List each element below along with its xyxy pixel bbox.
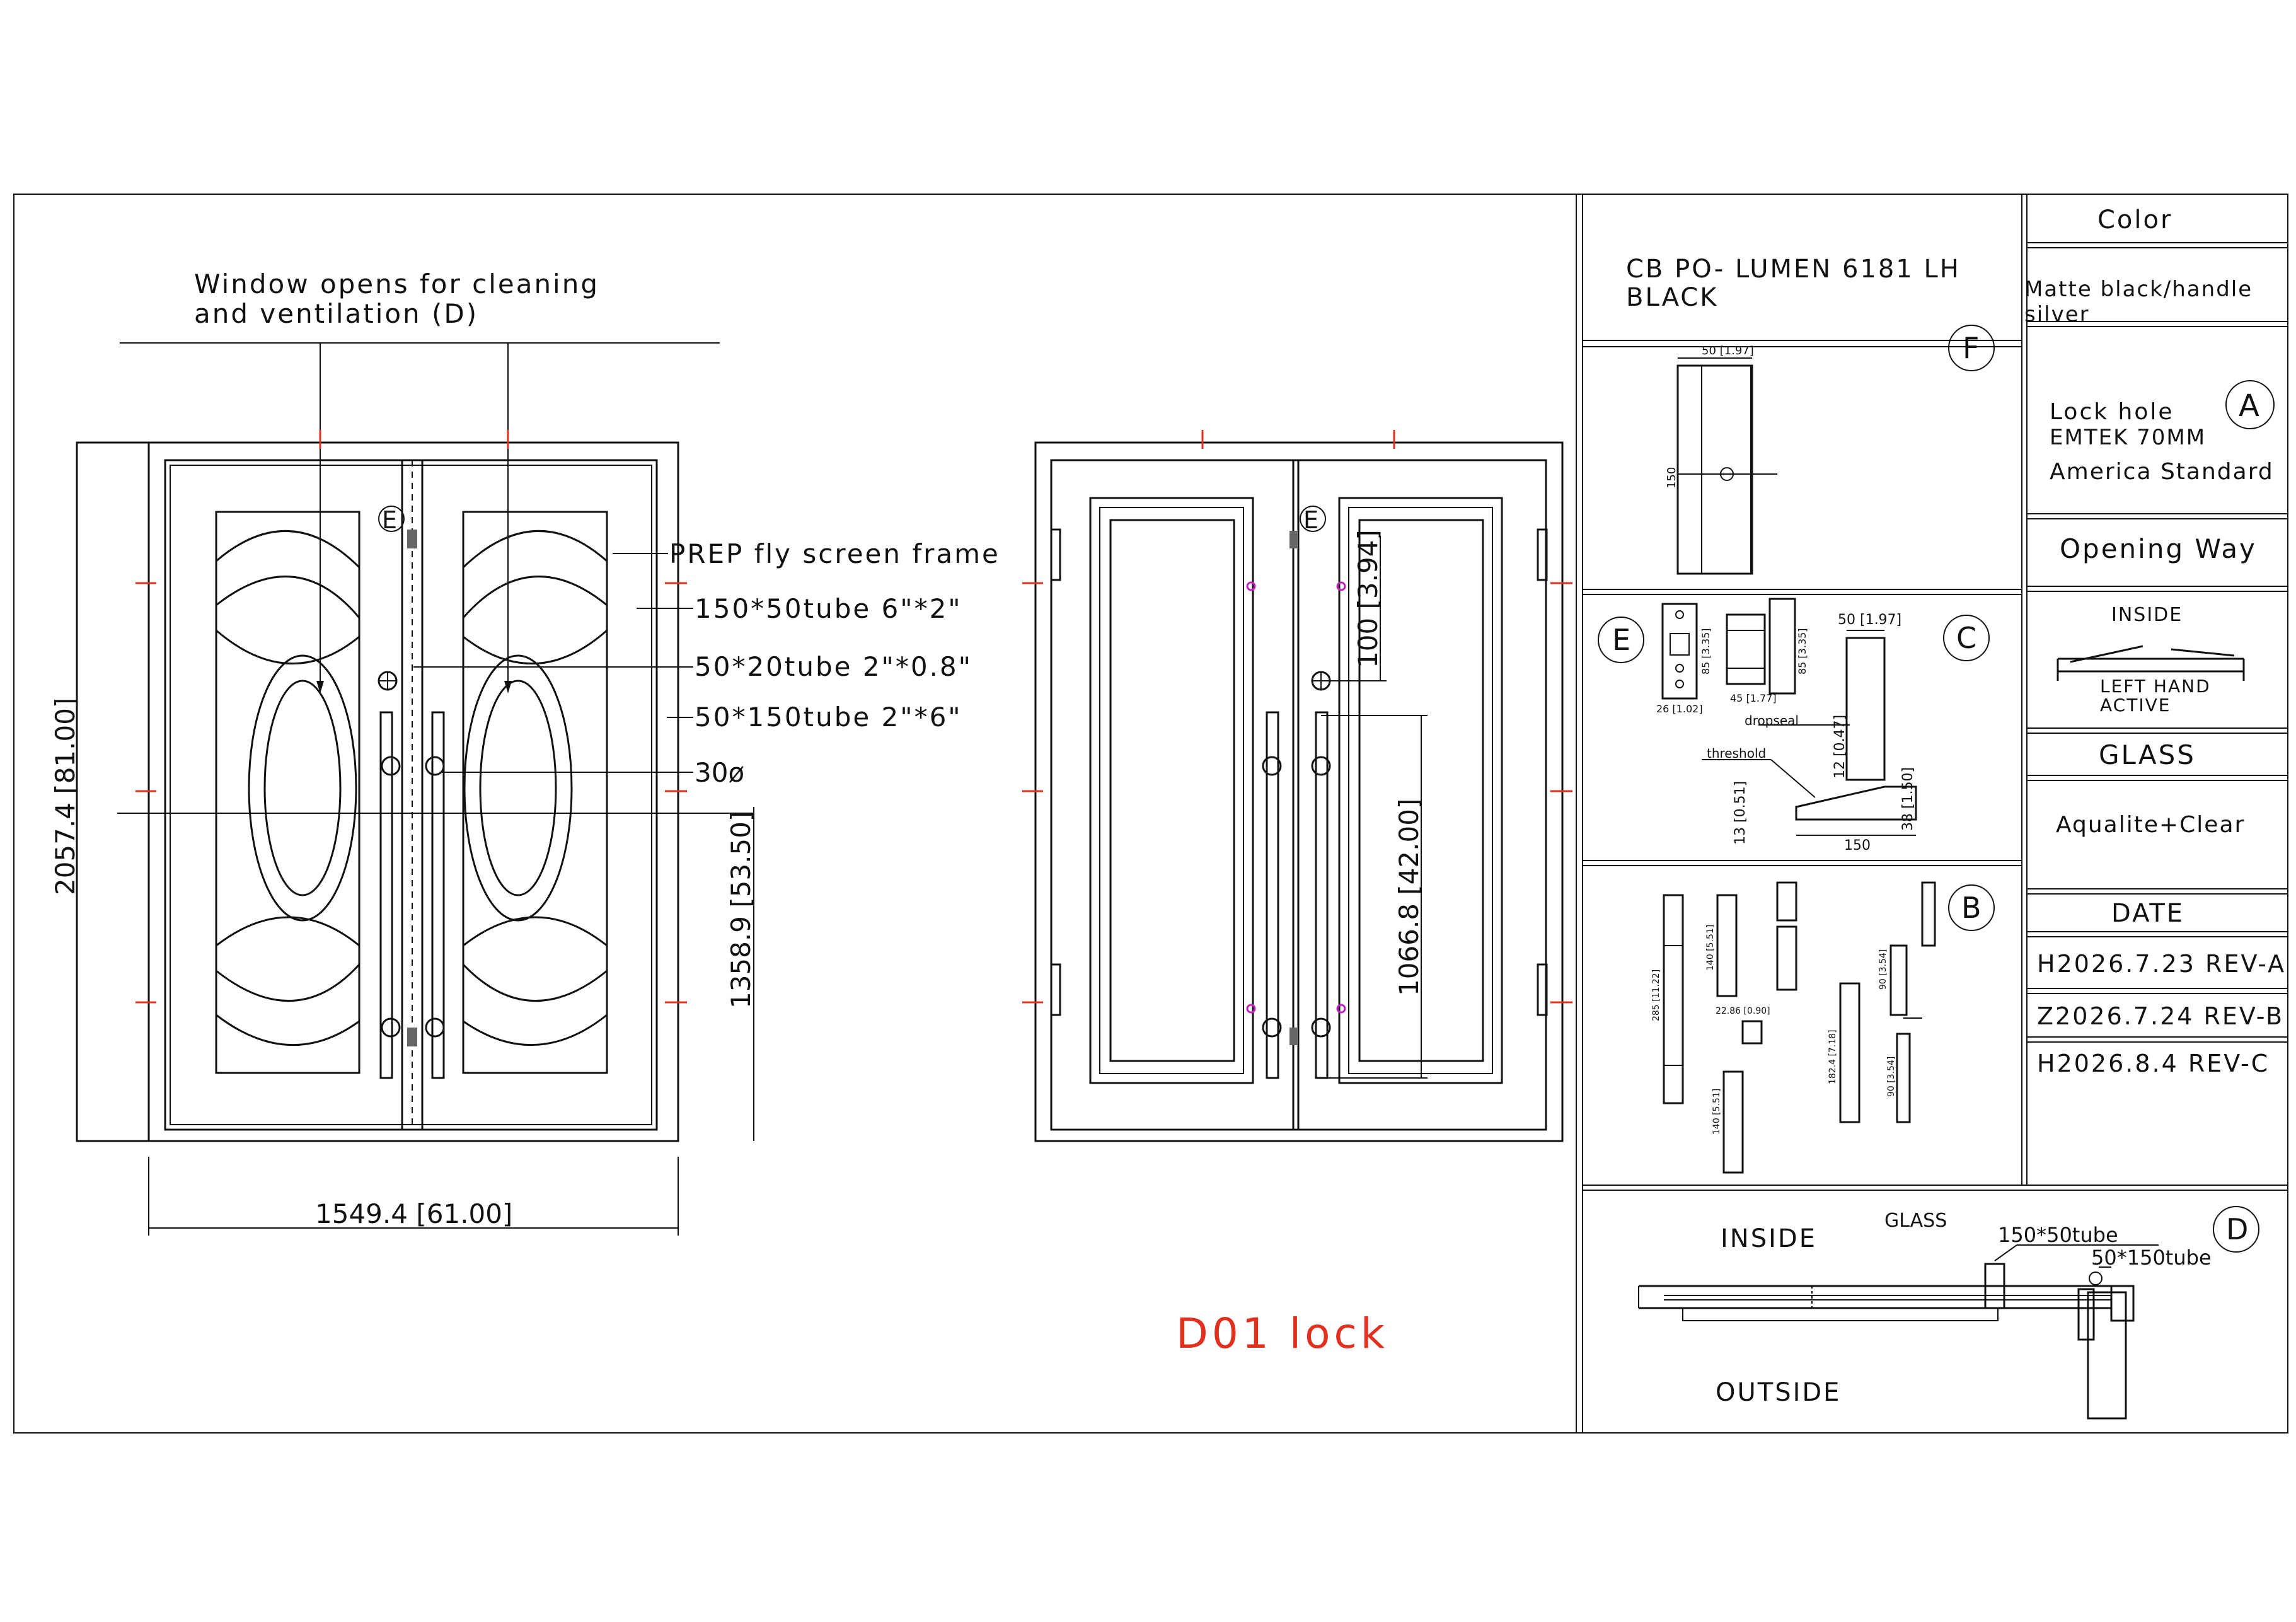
- detail-e-dim-a: 85 [3.35]: [1700, 628, 1712, 675]
- back-elevation: [1022, 430, 1572, 1142]
- detail-c-dim-seal: 12 [0.47]: [1832, 715, 1848, 779]
- detail-d-marker-circle: [2213, 1206, 2259, 1253]
- dim-door-height: 2057.4 [81.00]: [50, 698, 81, 895]
- detail-f-drawing: [1676, 357, 1777, 575]
- detail-b-dim-3: 140 [5.51]: [1712, 1089, 1722, 1135]
- detail-d-label-inside: INSIDE: [1721, 1224, 1817, 1253]
- detail-b-drawing: [1663, 881, 1936, 1174]
- detail-c-marker: C: [1956, 621, 1976, 655]
- detail-f-dim-side: 150: [1665, 467, 1678, 489]
- detail-f-marker-circle: [1948, 325, 1995, 371]
- detail-b-dim-6: 90 [3.54]: [1886, 1057, 1896, 1097]
- marker-a: A: [2239, 388, 2259, 424]
- revision-a: H2026.7.23 REV-A: [2037, 950, 2286, 978]
- glass-header: GLASS: [2099, 739, 2196, 770]
- detail-e-marker-circle: [1598, 617, 1644, 663]
- callout-30-diameter: 30ø: [695, 757, 744, 788]
- lock-line2: EMTEK 70MM: [2050, 425, 2206, 450]
- marker-a-circle: [2225, 380, 2275, 429]
- detail-c-dim-width: 150: [1844, 838, 1871, 854]
- opening-hand-line1: LEFT HAND: [2100, 676, 2211, 697]
- callout-50x20-tube: 50*20tube 2"*0.8": [695, 651, 972, 682]
- callout-prep-fly-screen: PREP fly screen frame: [669, 538, 1000, 569]
- front-note-line1: Window opens for cleaning: [194, 269, 599, 299]
- detail-e-dim-c: 26 [1.02]: [1656, 703, 1703, 715]
- product-title-line1: CB PO- LUMEN 6181 LH: [1626, 255, 1961, 284]
- front-elevation: [76, 342, 754, 1236]
- date-header: DATE: [2111, 899, 2184, 928]
- back-marker-e-circle: [1300, 506, 1326, 532]
- lock-line1: Lock hole: [2050, 399, 2174, 425]
- detail-d-section: [1638, 1244, 2159, 1420]
- detail-f-marker: F: [1963, 331, 1979, 365]
- dim-door-width: 1549.4 [61.00]: [315, 1198, 512, 1229]
- opening-inside: INSIDE: [2111, 604, 2183, 626]
- detail-d-label-150x50: 150*50tube: [1998, 1223, 2118, 1247]
- detail-c-dim-top: 50 [1.97]: [1838, 612, 1901, 628]
- callout-50x150-tube: 50*150tube 2"*6": [695, 702, 962, 733]
- detail-c-dim-step: 38 [1.50]: [1900, 767, 1916, 831]
- detail-b-dim-2: 22.86 [0.90]: [1716, 1006, 1770, 1016]
- opening-header: Opening Way: [2060, 533, 2257, 564]
- detail-c-marker-circle: [1943, 615, 1990, 661]
- detail-b-marker: B: [1961, 891, 1982, 925]
- detail-c-label-dropseal: dropseal: [1745, 713, 1799, 728]
- sheet-border: [13, 194, 2288, 1434]
- detail-d-label-outside: OUTSIDE: [1716, 1378, 1841, 1407]
- detail-b-marker-circle: [1948, 884, 1995, 931]
- detail-f-dim-top: 50 [1.97]: [1702, 344, 1754, 357]
- lock-line3: America Standard: [2050, 459, 2274, 485]
- detail-e-drawing: [1661, 598, 1796, 700]
- revision-c: H2026.8.4 REV-C: [2037, 1050, 2270, 1077]
- detail-e-marker: E: [1612, 623, 1630, 657]
- dim-handle-height: 1358.9 [53.50]: [725, 811, 756, 1009]
- color-value-line1: Matte black/handle: [2024, 277, 2253, 302]
- color-header: Color: [2097, 206, 2172, 235]
- detail-b-dim-1: 140 [5.51]: [1705, 925, 1716, 971]
- detail-d-marker: D: [2226, 1212, 2248, 1246]
- detail-e-dim-b: 85 [3.35]: [1796, 628, 1808, 675]
- detail-c-dim-threshold-h: 13 [0.51]: [1733, 781, 1748, 845]
- opening-hand-line2: ACTIVE: [2100, 695, 2171, 715]
- product-title-line2: BLACK: [1626, 283, 1718, 312]
- detail-d-label-glass: GLASS: [1884, 1210, 1947, 1232]
- revision-b: Z2026.7.24 REV-B: [2037, 1002, 2284, 1030]
- color-value-line2: silver: [2024, 302, 2090, 327]
- front-marker-e-circle: [378, 506, 405, 532]
- opening-swing-diagram: [2057, 645, 2245, 681]
- detail-e-dim-d: 45 [1.77]: [1730, 692, 1777, 704]
- front-note-line2: and ventilation (D): [194, 298, 478, 329]
- dim-lock-height: 1066.8 [42.00]: [1393, 799, 1424, 996]
- callout-150x50-tube: 150*50tube 6"*2": [695, 593, 962, 624]
- detail-b-dim-5: 90 [3.54]: [1878, 949, 1888, 990]
- drawing-caption: D01 lock: [1176, 1309, 1388, 1358]
- detail-b-dim-0: 285 [11.22]: [1651, 970, 1661, 1021]
- detail-b-dim-4: 182.4 [7.18]: [1828, 1029, 1838, 1084]
- detail-c-label-threshold: threshold: [1707, 746, 1766, 761]
- glass-value: Aqualite+Clear: [2056, 812, 2245, 838]
- detail-c-drawing: [1702, 630, 1917, 836]
- dim-lock-offset: 100 [3.94]: [1353, 530, 1383, 668]
- detail-d-label-50x150: 50*150tube: [2091, 1246, 2212, 1270]
